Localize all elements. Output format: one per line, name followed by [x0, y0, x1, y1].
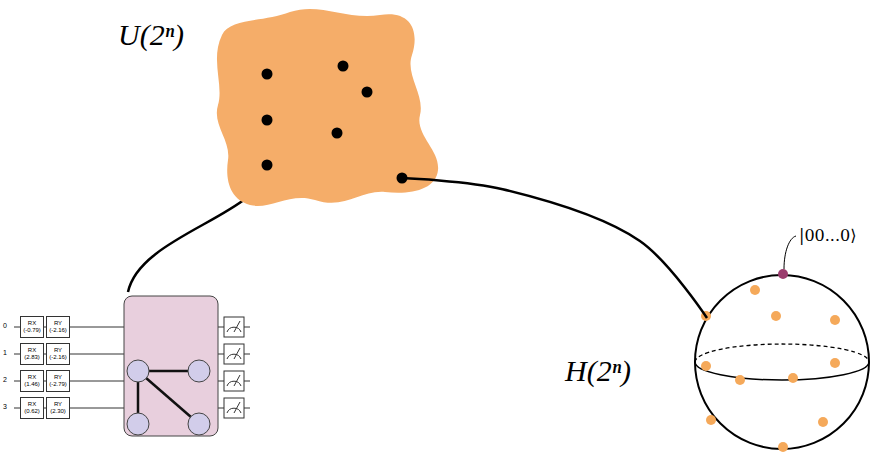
- rotation-gate: RX (-0.79): [20, 316, 44, 338]
- rotation-gate: RX (2.83): [20, 343, 44, 365]
- ket-label: |00...0⟩: [799, 226, 856, 245]
- qubit-node: [188, 360, 210, 382]
- qubit-index: 0: [3, 322, 7, 329]
- measurement-symbol: [224, 398, 244, 418]
- qubit-node: [127, 360, 149, 382]
- gate-label: RX (-0.79): [22, 320, 42, 334]
- qubit-node: [188, 413, 210, 435]
- rotation-gate: RX (1.46): [20, 370, 44, 392]
- quantum-circuit: [14, 296, 250, 436]
- gate-label: RY (2.30): [48, 401, 68, 415]
- gate-label: RX (0.62): [22, 401, 42, 415]
- unitary-group-region: U(2ⁿ): [118, 8, 443, 213]
- qubit-index: 3: [3, 403, 7, 410]
- measurement-symbol: [224, 371, 244, 391]
- measurement-symbol: [224, 344, 244, 364]
- qubit-index: 1: [3, 349, 7, 356]
- measurement-symbol: [224, 317, 244, 337]
- entangling-block: [124, 296, 218, 436]
- space-label: U(2ⁿ): [118, 18, 184, 52]
- gate-label: RY (-2.79): [48, 374, 68, 388]
- gate-label: RX (1.46): [22, 374, 42, 388]
- mapping-curve: [402, 178, 707, 318]
- rotation-gate: RX (0.62): [20, 397, 44, 419]
- hilbert-space-sphere: H(2ⁿ): [560, 268, 874, 458]
- qubit-node: [127, 413, 149, 435]
- coupling-line: [138, 371, 199, 424]
- gate-label: RX (2.83): [22, 347, 42, 361]
- rotation-gate: RY (-2.79): [46, 370, 70, 392]
- gate-label: RY (-2.16): [48, 320, 68, 334]
- space-label: H(2ⁿ): [565, 354, 631, 388]
- rotation-gate: RY (-2.16): [46, 316, 70, 338]
- rotation-gate: RY (-2.16): [46, 343, 70, 365]
- qubit-index: 2: [3, 376, 7, 383]
- rotation-gate: RY (2.30): [46, 397, 70, 419]
- gate-label: RY (-2.16): [48, 347, 68, 361]
- leader-line: [784, 236, 796, 269]
